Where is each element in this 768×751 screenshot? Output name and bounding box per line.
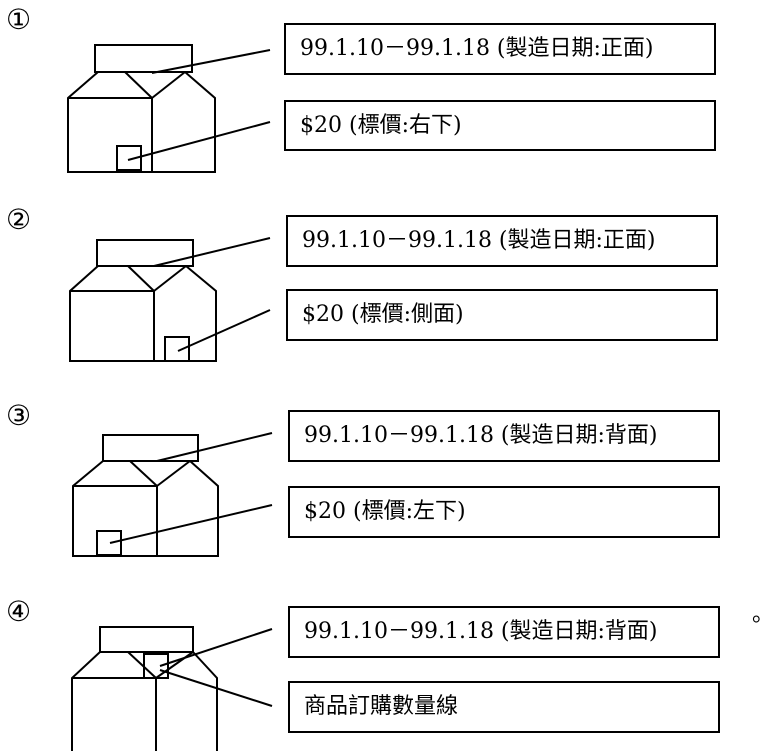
label-box: $20 (標價:右下) (284, 100, 716, 151)
label-box: 99.1.10－99.1.18 (製造日期:正面) (286, 215, 718, 267)
pointer-line (152, 50, 270, 73)
date-stamp-square (144, 654, 168, 678)
price-tag-square (165, 337, 189, 361)
label-box: $20 (標價:左下) (288, 486, 720, 538)
carton-top-flap (97, 240, 193, 266)
carton-top-flap (103, 435, 198, 461)
pointer-line (160, 629, 272, 666)
carton-outline (72, 652, 100, 751)
label-box: $20 (標價:側面) (286, 289, 718, 341)
label-box: 99.1.10－99.1.18 (製造日期:背面) (288, 606, 720, 658)
price-tag-square (97, 531, 121, 555)
label-box: 99.1.10－99.1.18 (製造日期:背面) (288, 410, 720, 462)
label-box: 商品訂購數量線 (288, 681, 720, 733)
option-3: ③ 99.1.10－99.1.18 (製造日期:背面) $20 (標價:左下) (0, 392, 768, 577)
option-4: ④ 99.1.10－99.1.18 (製造日期:背面) 商品訂購數量線 。 (0, 588, 768, 751)
pointer-line (178, 310, 270, 351)
option-1: ① 99.1.10－99.1.18 (製造日期:正面) $20 (標價:右下) (0, 0, 768, 185)
pointer-line (128, 122, 270, 160)
pointer-line (157, 433, 272, 461)
label-box: 99.1.10－99.1.18 (製造日期:正面) (284, 23, 716, 75)
pointer-line (110, 505, 272, 543)
pointer-line (154, 238, 270, 266)
option-2: ② 99.1.10－99.1.18 (製造日期:正面) $20 (標價:側面) (0, 196, 768, 381)
trailing-mark: 。 (752, 596, 768, 628)
carton-top-flap (100, 627, 193, 652)
carton-outline (193, 652, 217, 751)
